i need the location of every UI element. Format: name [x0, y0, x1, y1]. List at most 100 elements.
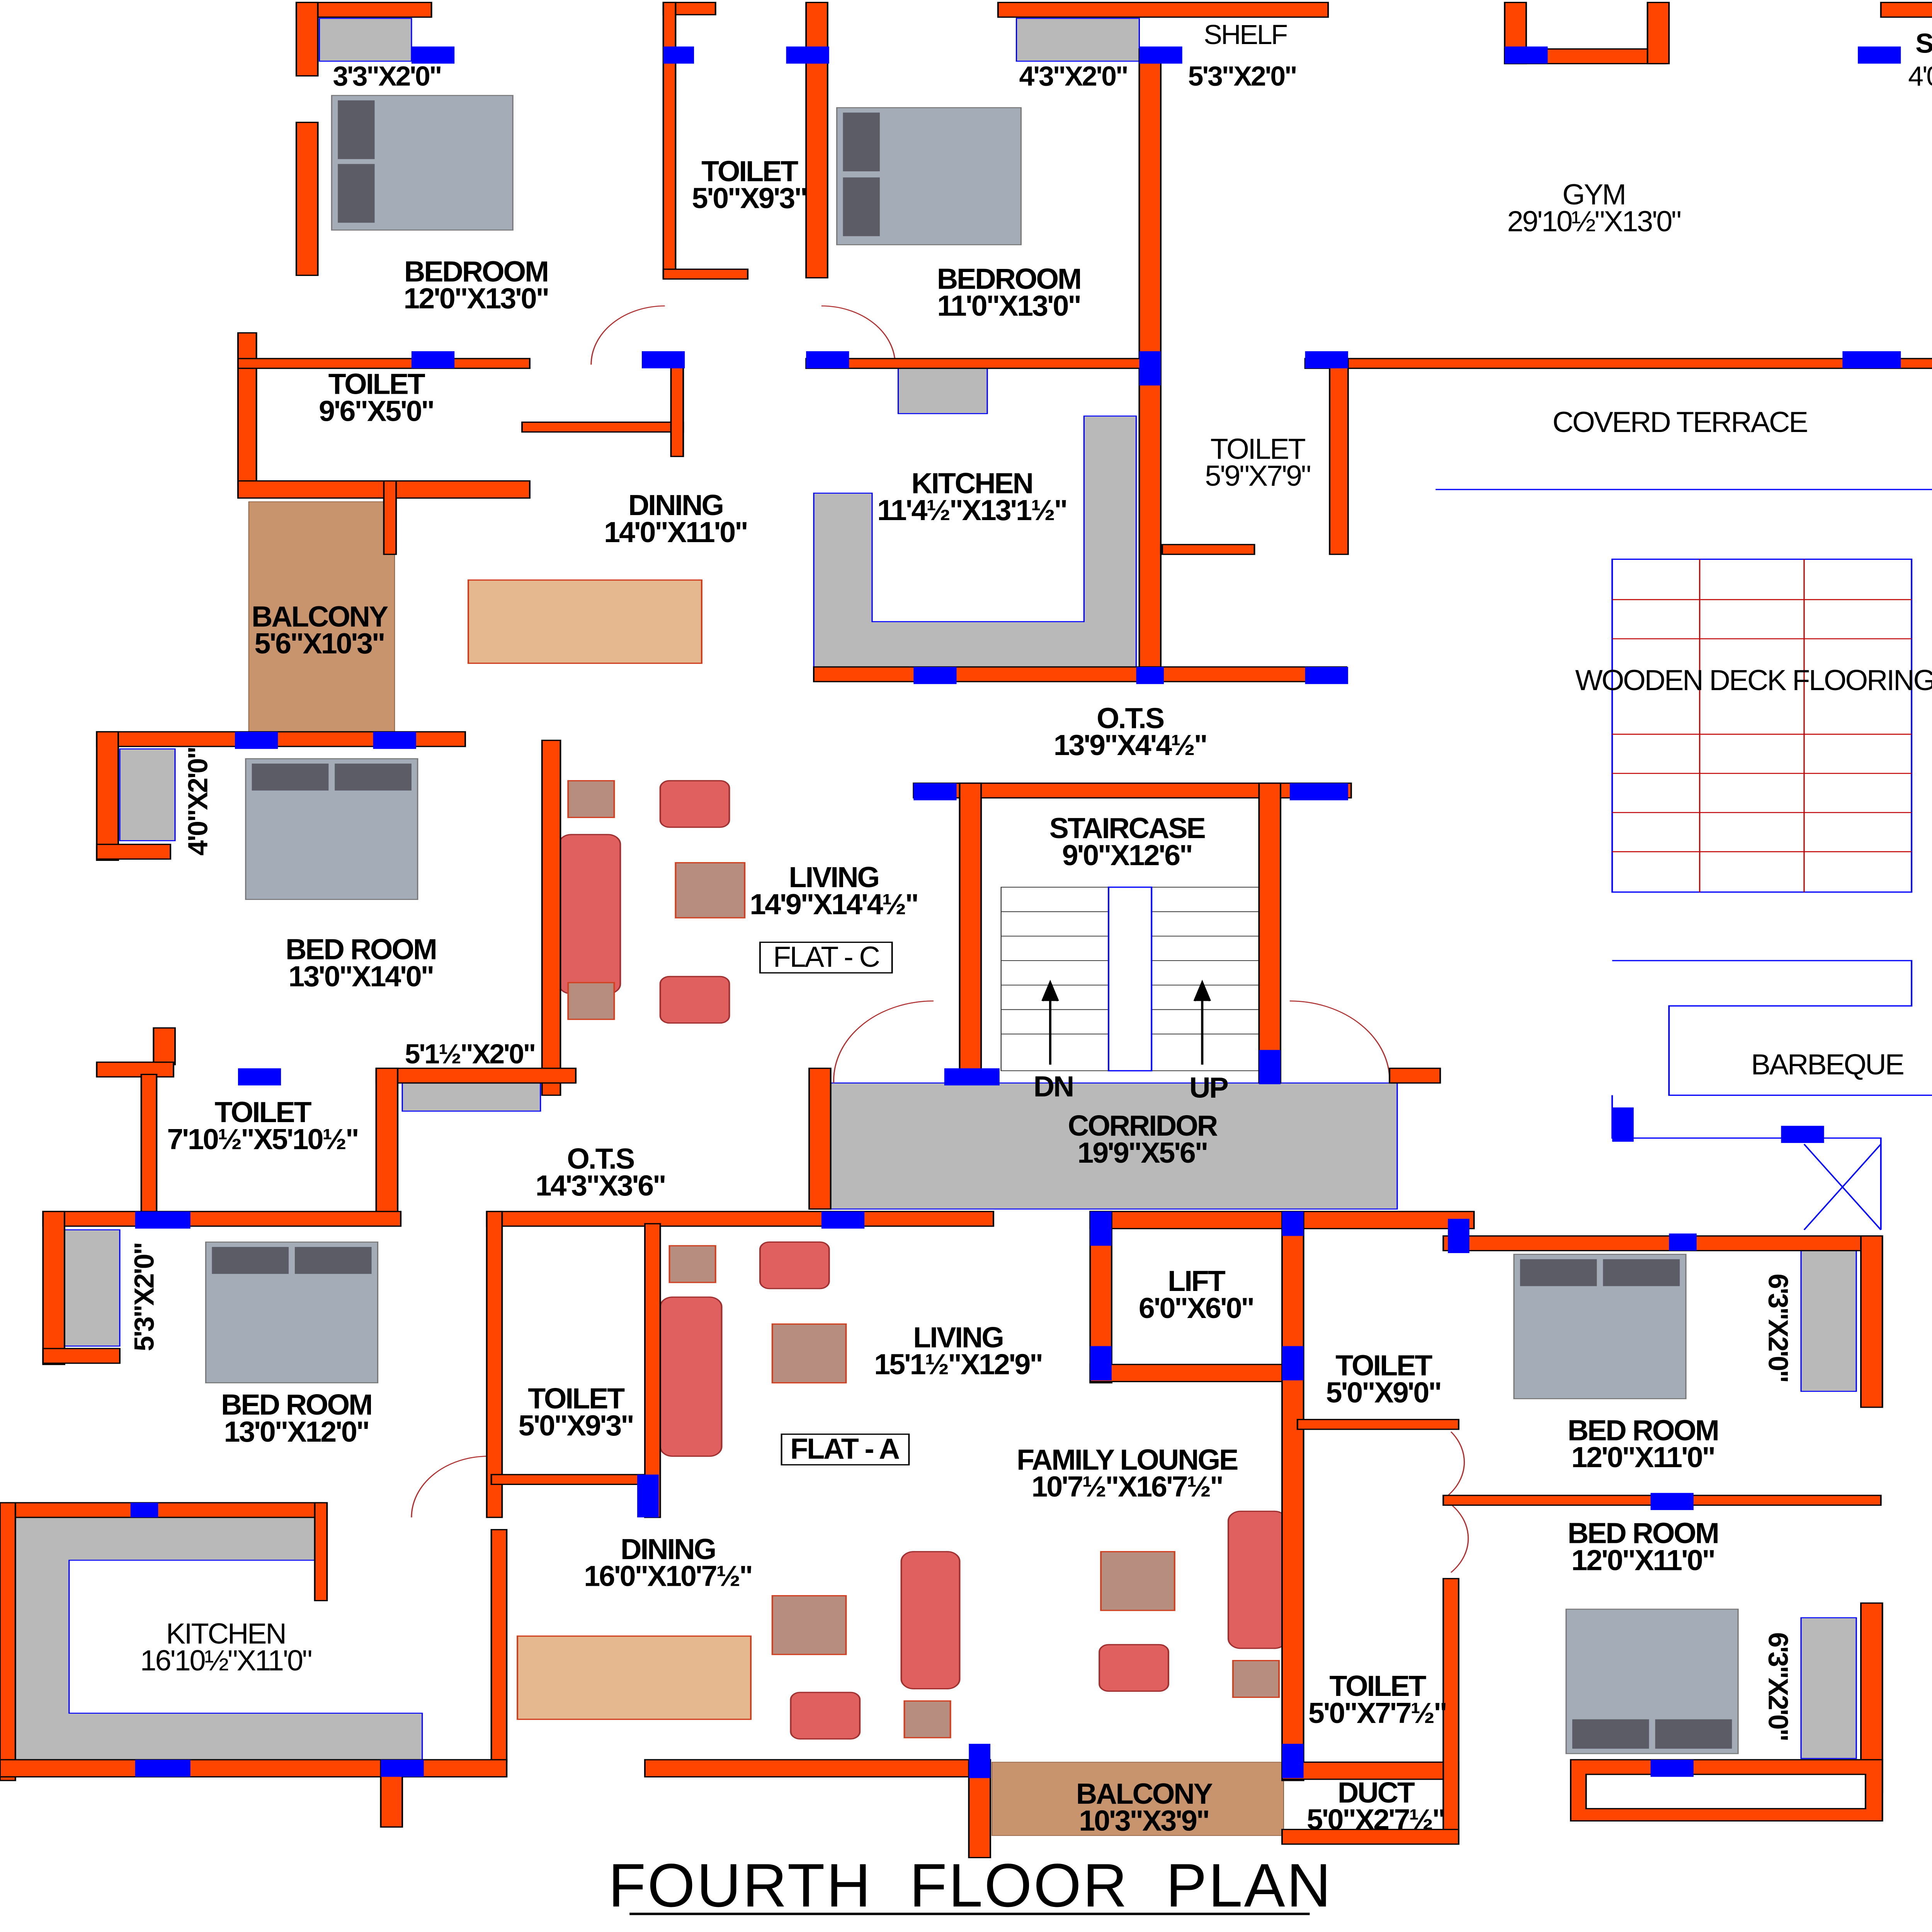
- columns: [130, 46, 1901, 1778]
- side-table-icon: [567, 780, 615, 818]
- room-name: BEDROOM: [404, 255, 548, 287]
- room-name: BARBEQUE: [1751, 1048, 1904, 1081]
- room-size: 9'6"X5'0": [319, 395, 434, 427]
- shelf-size: 5'1½"X2'0": [405, 1039, 535, 1070]
- shelf-box: [1800, 1250, 1857, 1392]
- coffee-table-icon: [771, 1323, 847, 1384]
- room-size: 12'0"X11'0": [1571, 1441, 1714, 1473]
- arrow-up-icon: [1041, 980, 1059, 1065]
- room-size: 7'10½"X5'10½": [167, 1123, 358, 1155]
- room-size: 14'9"X14'4½": [750, 888, 918, 920]
- side-table-icon: [1232, 1660, 1280, 1698]
- room-name: LIFT: [1168, 1265, 1226, 1297]
- room-size: 5'0"X7'7½": [1308, 1697, 1446, 1729]
- balcony-c-floor: [248, 501, 395, 732]
- room-name: LIVING: [789, 861, 879, 893]
- shelf-size: 3'3"X2'0": [333, 61, 441, 92]
- room-name: TOILET: [1329, 1670, 1426, 1702]
- shelf-box: [1800, 1617, 1857, 1759]
- shelf-size: 6'3"X2'0": [1763, 1274, 1794, 1382]
- plan-title: FOURTH FLOOR PLAN: [608, 1851, 1332, 1919]
- room-name: O.T.S: [567, 1142, 634, 1175]
- room-size: 6'0"X6'0": [1139, 1292, 1253, 1324]
- stair-up-label: UP: [1189, 1071, 1228, 1104]
- room-size: 29'10½"X13'0": [1507, 205, 1680, 237]
- shelf-size: 5'3"X2'0": [129, 1243, 160, 1351]
- room-name: SHELF: [1915, 28, 1932, 59]
- room-size: 11'0"X13'0": [937, 289, 1080, 322]
- room-name: DINING: [621, 1533, 715, 1565]
- room-name: WOODEN DECK FLOORING: [1575, 664, 1932, 696]
- flat-c-label-box: [759, 941, 893, 974]
- room-size: 5'0"X9'3": [692, 182, 807, 214]
- dining-table-icon: [517, 1635, 752, 1720]
- room-name: TOILET: [215, 1096, 312, 1128]
- room-name: FAMILY LOUNGE: [1017, 1444, 1238, 1476]
- room-size: 15'1½"X12'9": [874, 1348, 1042, 1380]
- room-name: BEDROOM: [937, 262, 1081, 295]
- room-name: BED ROOM: [1568, 1517, 1718, 1549]
- corridor-floor: [828, 1082, 1398, 1210]
- room-size: 5'6"X10'3": [255, 627, 384, 660]
- balcony-a-floor: [991, 1762, 1284, 1836]
- armchair-icon: [1099, 1644, 1169, 1692]
- wooden-deck-grid: [1435, 489, 1932, 1230]
- room-name: BALCONY: [252, 600, 388, 633]
- kitchen-c-top-counter: [897, 366, 988, 414]
- staircase-steps: [1000, 886, 1263, 1071]
- arrow-up-icon: [1193, 980, 1211, 1065]
- shelf-box: [64, 1229, 121, 1347]
- room-name: TOILET: [528, 1382, 625, 1415]
- room-size: 5'0"X9'3": [519, 1409, 633, 1442]
- sofa-icon: [1227, 1510, 1287, 1649]
- stair-down-label: DN: [1034, 1070, 1073, 1103]
- room-name: BALCONY: [1076, 1777, 1213, 1810]
- bed-icon: [1565, 1609, 1739, 1754]
- room-size: 14'0"X11'0": [604, 516, 747, 548]
- coffee-table-icon: [675, 862, 746, 918]
- room-size: 13'0"X14'0": [288, 960, 433, 993]
- sofa-icon: [900, 1551, 961, 1689]
- flat-a-label-box: [781, 1434, 910, 1466]
- bed-icon: [836, 107, 1022, 245]
- armchair-icon: [659, 976, 730, 1024]
- room-name: BED ROOM: [1568, 1414, 1718, 1447]
- sofa-icon: [659, 1296, 723, 1457]
- armchair-icon: [659, 780, 730, 828]
- room-size: 11'4½"X13'1½": [877, 494, 1066, 526]
- room-size: 16'10½"X11'0": [140, 1644, 311, 1677]
- room-size: 5'9"X7'9": [1205, 459, 1310, 492]
- room-size: 19'9"X5'6": [1077, 1136, 1207, 1169]
- room-size: 12'0"X13'0": [403, 282, 548, 315]
- bed-icon: [331, 95, 514, 231]
- room-size: 5'0"X2'7½": [1307, 1803, 1445, 1836]
- armchair-icon: [759, 1241, 830, 1289]
- room-name: SHELF: [1204, 19, 1287, 50]
- shelf-size: 4'0"X2'0": [182, 747, 213, 855]
- kitchen-c-counter: [813, 415, 1137, 668]
- bed-icon: [245, 758, 418, 900]
- coffee-table-icon: [771, 1595, 847, 1655]
- room-name: TOILET: [1335, 1349, 1432, 1382]
- room-name: LIVING: [913, 1321, 1003, 1354]
- room-name: TOILET: [1211, 433, 1306, 465]
- room-name: KITCHEN: [912, 467, 1032, 499]
- side-table-icon: [567, 982, 615, 1020]
- room-size: 13'0"X12'0": [224, 1415, 369, 1448]
- shelf-size: 5'3"X2'0": [1188, 61, 1296, 92]
- room-name: STAIRCASE: [1049, 812, 1205, 844]
- room-name: DUCT: [1338, 1776, 1415, 1809]
- flat-a-label: FLAT - A: [790, 1432, 899, 1465]
- shelf-box: [1015, 18, 1140, 62]
- shelf-size: 6'3"X2'0": [1763, 1632, 1794, 1740]
- bed-icon: [205, 1242, 379, 1383]
- furniture: [205, 95, 1739, 1754]
- coffee-table-icon: [1100, 1551, 1175, 1611]
- room-name: COVERD TERRACE: [1553, 406, 1808, 438]
- room-name: TOILET: [328, 368, 425, 400]
- room-size: 16'0"X10'7½": [584, 1560, 752, 1592]
- room-name: BED ROOM: [286, 933, 436, 966]
- door-swing-icon: [411, 305, 1469, 1573]
- room-size: 13'9"X4'4½": [1054, 729, 1207, 761]
